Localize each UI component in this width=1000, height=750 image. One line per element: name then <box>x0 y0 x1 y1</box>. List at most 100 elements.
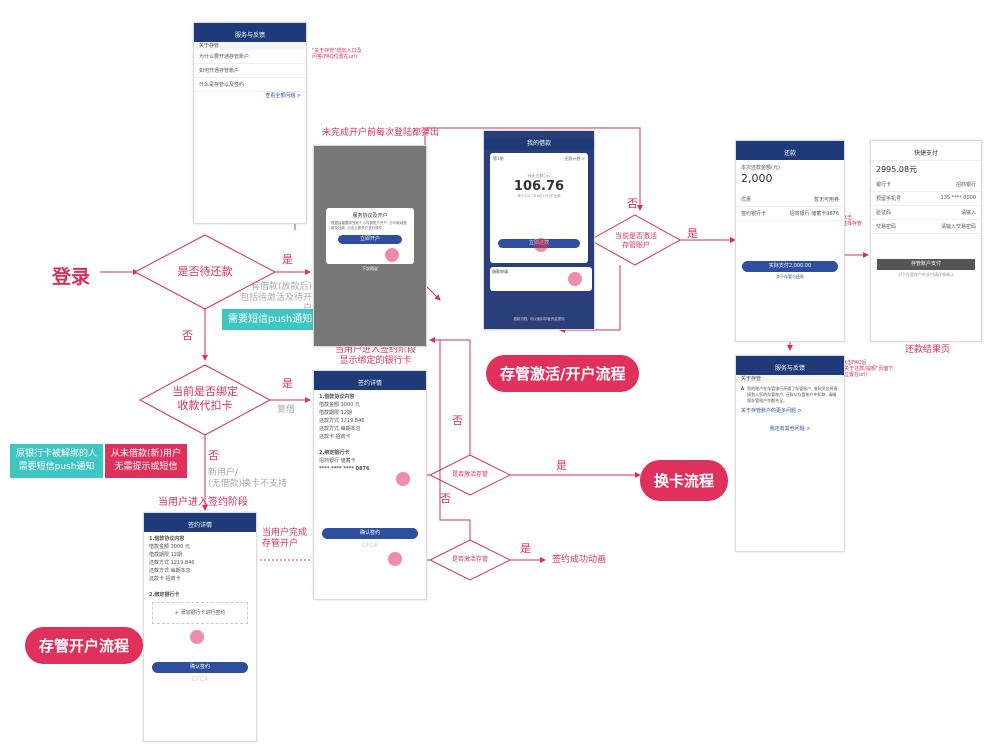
faq2-nav: 服务与反馈 <box>736 363 844 375</box>
faq-note2: 点击FAQ后 "关于还款/提额"页面下 (位置在url) <box>842 360 894 378</box>
open-done-label: 当用户完成 存管开户 <box>262 528 308 549</box>
repay-title: 还款 <box>783 150 796 157</box>
faq2-title: 服务与反馈 <box>774 365 805 372</box>
faq-item[interactable]: 为什么要开通存管账户 <box>194 50 306 64</box>
phone-popup: 服务协议及开户 根据监管要求完成个人存管账户开户, 方可继续借款及还款, 点击立… <box>313 145 427 347</box>
sign-row: 还款卡 招商卡 <box>149 576 181 582</box>
loan-nav: 我的借款 <box>484 138 594 150</box>
faq2-q: A <box>741 386 745 391</box>
sign-row: 还款方式 每期本息 <box>319 426 361 432</box>
faq-item-label: 为什么要开通存管账户 <box>199 54 250 60</box>
status-bar <box>314 371 426 378</box>
faq-more-link[interactable]: 查看全部问题 > <box>265 93 301 99</box>
loan-detail-link[interactable]: 还款计划 > <box>564 156 585 161</box>
faq2-link[interactable]: 关于存管账户的更多问题 > <box>741 408 802 414</box>
later-link[interactable]: 下次再说 <box>362 266 378 271</box>
fast-amount: 2995.08元 <box>876 165 918 174</box>
sign-row: 还款方式 1219.846 <box>319 418 365 424</box>
sign-anim-label: 签约成功动画 <box>552 555 607 565</box>
sign-left-nav: 签约详情 <box>144 520 256 532</box>
faq-title: 服务与反馈 <box>234 32 265 39</box>
decision-activated: 当前是否激活 存管账户 <box>615 232 657 249</box>
phone-faq2: 服务与反馈 关于存管 A 您的账户在存管银行开通了存管账户, 借款资金将直接划入… <box>735 355 845 552</box>
tap-indicator <box>388 552 402 566</box>
loan-due: 请于2017年8月10日前还款 <box>517 194 561 198</box>
faq2-body: 您的账户在存管银行开通了存管账户, 借款资金将直接划入您的存管账户, 还款从存管… <box>747 386 838 403</box>
sign-row: 借款期限 12期 <box>319 410 352 416</box>
loan-amount: 106.76 <box>513 179 565 194</box>
popup-title: 服务协议及开户 <box>352 213 388 219</box>
fast-row[interactable]: 交易密码请输入交易密码 <box>871 220 981 234</box>
confirm-sign-left-button[interactable]: 确认签约 <box>152 662 248 673</box>
sign-nav: 签约详情 <box>314 378 426 390</box>
sign-row: 还款方式 1219.846 <box>149 560 195 566</box>
phone-sign: 签约详情 1.借款协议内容 借款金额 3000 元 借款期限 12期 还款方式 … <box>313 370 427 600</box>
tap-indicator <box>396 472 410 486</box>
sign-row: 还款方式 每期本息 <box>149 568 191 574</box>
loan-bottom-text: 借款流程, 可以使用存管资金提现 <box>513 317 565 321</box>
faq-item-label: 什么是存管以及签约 <box>199 82 245 88</box>
sign-section-1: 1.借款协议内容 <box>319 394 355 400</box>
sign-stage-left-label: 当用户进入签约阶段 <box>158 497 248 508</box>
tap-indicator <box>534 238 548 252</box>
no-loan-tag: 从未借款(新)用户 无需提示或短信 <box>105 444 188 478</box>
sign-title: 签约详情 <box>357 380 382 387</box>
cfca-logo: CFCA <box>192 676 208 683</box>
tap-indicator <box>385 248 399 262</box>
faq2-more[interactable]: 我还有其他问题 > <box>769 426 811 432</box>
faq-item[interactable]: 什么是存管以及签约 <box>194 78 306 92</box>
faq-item[interactable]: 如何开通存管账户 <box>194 64 306 78</box>
fast-note: 对于存管账户的支付请仔细确认 <box>898 272 954 277</box>
faq2-section: 关于存管 <box>736 375 844 383</box>
popup-body: 根据监管要求完成个人存管账户开户, 方可继续借款及还款, 点击立即开户进行操作。 <box>331 221 407 230</box>
login-label: 登录 <box>52 266 91 288</box>
confirm-sign-button[interactable]: 确认签约 <box>322 528 418 539</box>
repay-row[interactable]: 签约银行卡招商银行 储蓄卡9876 <box>736 207 844 221</box>
phone-loan: 我的借款 第1期还款计划 > 待还金额(元) 106.76 请于2017年8月1… <box>483 130 595 330</box>
repay-nav: 还款 <box>736 148 844 160</box>
sign-left-section-1: 1.借款协议内容 <box>149 536 185 542</box>
status-bar <box>736 141 844 148</box>
decision-bound-card: 当前是否绑定 收款代扣卡 <box>172 385 238 412</box>
status-bar <box>736 356 844 363</box>
bank-name: 招商银行 储蓄卡 <box>319 458 356 464</box>
fast-row[interactable]: 银行卡招商银行 <box>871 178 981 192</box>
status-bar <box>871 141 981 148</box>
fast-title: 快捷支付 <box>913 150 938 157</box>
repay-amount: 2,000 <box>741 172 773 185</box>
change-card-pill[interactable]: 换卡流程 <box>640 460 729 501</box>
phone-sign-left: 签约详情 1.借款协议内容 借款金额 3000 元 借款期限 12期 还款方式 … <box>143 512 257 742</box>
open-account-pill[interactable]: 存管开户流程 <box>25 627 144 664</box>
activate-flow-pill[interactable]: 存管激活/开户流程 <box>486 355 640 392</box>
sign-row: 借款金额 3000 元 <box>319 402 360 408</box>
fast-nav: 快捷支付 <box>871 148 981 161</box>
popup-note: 未完成开户前每次登陆都弹出 <box>322 128 440 138</box>
pay-button[interactable]: 实际支付2,000.00 <box>742 261 838 272</box>
tap-indicator <box>190 630 204 644</box>
decision-pending-repay: 是否待还款 <box>177 265 233 278</box>
phone-repay: 还款 本次还款金额(元) 2,000 优惠暂无可用券 签约银行卡招商银行 储蓄卡… <box>735 140 845 342</box>
popup-dialog: 服务协议及开户 根据监管要求完成个人存管账户开户, 方可继续借款及还款, 点击立… <box>326 208 414 264</box>
loan-amount-label: 待还金额(元) <box>527 173 551 178</box>
sign-stage-mid-label: 当用户进入签约阶段 显示绑定的银行卡 <box>335 345 417 366</box>
tap-indicator <box>568 272 582 286</box>
open-account-button[interactable]: 立即开户 <box>338 235 402 244</box>
card-number: **** **** **** 0876 <box>319 466 370 472</box>
sign-row: 借款期限 12期 <box>149 552 182 558</box>
fast-row[interactable]: 验证码请输入 <box>871 206 981 220</box>
repay-result-label: 还款结果页 <box>905 345 951 355</box>
d5-no-label: 否 <box>440 492 451 505</box>
decision-activate-2: 是否激活存管 <box>451 556 488 563</box>
repay-row[interactable]: 优惠暂无可用券 <box>736 193 844 207</box>
d3-no-label: 否 <box>627 197 638 210</box>
d2-no-label: 否 <box>208 449 219 462</box>
faq-nav: 服务与反馈 <box>194 30 306 42</box>
d3-yes-label: 是 <box>687 227 698 240</box>
add-card-button[interactable]: + 添加银行卡进行签约 <box>152 602 248 624</box>
repay-about-link[interactable]: 关于存管与还款 <box>776 274 804 279</box>
d2-yes-note: 复借 <box>277 405 296 415</box>
fast-pay-button[interactable]: 存管账户支付 <box>877 259 975 270</box>
